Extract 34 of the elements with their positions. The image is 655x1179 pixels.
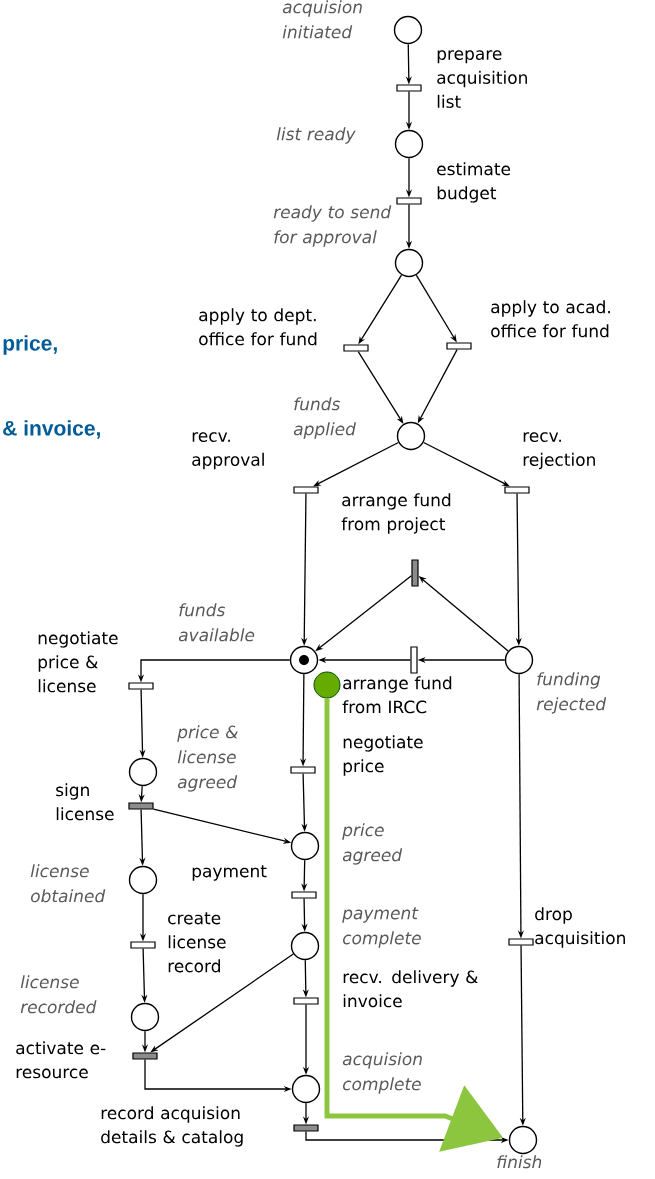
transition-label: apply to acad. office for fund	[491, 300, 610, 338]
transition-label: sign license	[56, 783, 114, 821]
transition-label: arrange fund from project	[341, 493, 451, 534]
side-note: price,	[3, 335, 57, 355]
place-label: payment complete	[342, 907, 421, 948]
place-label: finish	[497, 1155, 542, 1169]
place-label: acquision initiated	[282, 0, 362, 39]
ball-marker	[313, 671, 341, 699]
transition-label: create license record	[168, 912, 226, 973]
transition-label: drop acquisition	[535, 907, 625, 948]
place-label: price agreed	[342, 823, 403, 865]
place-label: list ready	[276, 127, 356, 144]
place-label: license recorded	[20, 975, 97, 1014]
transition-label: apply to dept. office for fund	[199, 308, 317, 346]
side-note: & invoice,	[3, 420, 100, 439]
place-label: funds applied	[293, 397, 356, 439]
arrow	[357, 350, 404, 424]
transition-label: negotiate price	[343, 735, 423, 776]
place-label: acquision complete	[342, 1052, 422, 1094]
place-label: price & license agreed	[177, 725, 238, 792]
transition-label: payment	[192, 865, 267, 881]
transition-label: prepare acquisition list	[437, 50, 527, 108]
place-label: funding rejected	[536, 672, 607, 714]
transition-label: estimate budget	[437, 162, 511, 203]
transition-label: negotiate price & license	[38, 631, 118, 693]
transition-label: activate e-resource	[16, 1041, 106, 1079]
transition-label: recv. rejection	[523, 432, 595, 470]
place-label: license obtained	[30, 864, 106, 903]
place-label: funds available	[178, 603, 255, 642]
transition-label: recv. delivery & invoice	[343, 970, 478, 1008]
place-label: ready to send for approval	[273, 205, 392, 247]
transition-label: arrange fund from IRCC	[342, 676, 452, 714]
transition-label: recv. approval	[192, 432, 264, 470]
transition-label: record acquision details & catalog	[101, 1106, 243, 1147]
